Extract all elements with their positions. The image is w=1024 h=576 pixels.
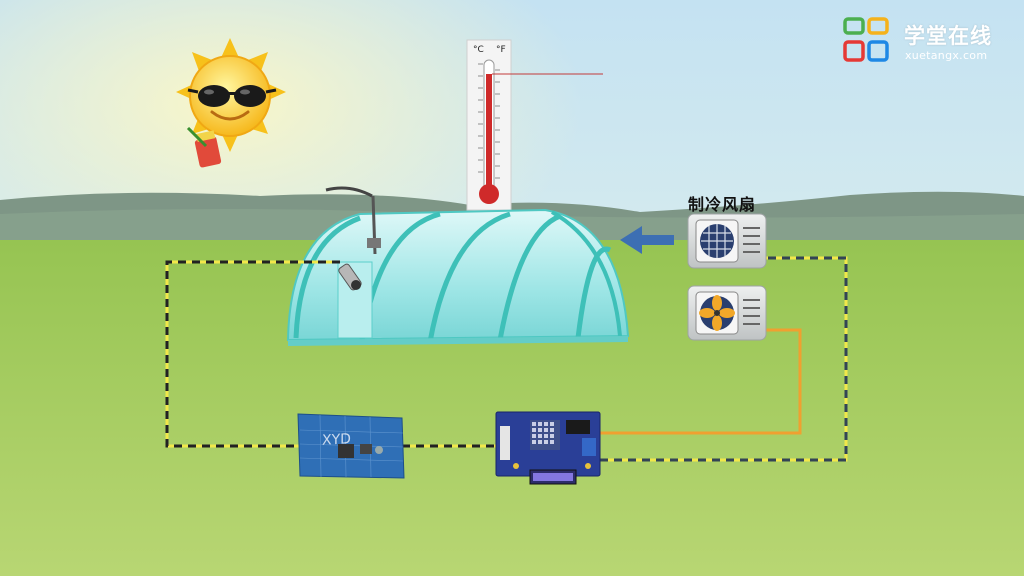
relay-board-text: XYD [322,431,351,449]
controller-board-icon [495,411,601,485]
arrow-left-icon [620,226,674,254]
fan-icon-2 [687,285,767,341]
drink-icon [186,126,222,168]
thermometer-unit-f: °F [496,45,506,55]
logo-icon [843,17,889,62]
thermometer-icon [466,39,603,211]
wiring [165,256,848,462]
cooling-fan-label: 制冷风扇 [688,195,757,214]
relay-board-icon [297,413,405,479]
greenhouse-icon [286,208,630,346]
brand-name: 学堂在线 [904,24,992,48]
thermometer-unit-c: °C [473,45,484,55]
brand-url: xuetangx.com [905,49,988,62]
sensor-icon [338,263,362,291]
sensor-pole [325,186,381,255]
sunglasses-icon [187,85,277,107]
fan-icon [687,213,767,269]
